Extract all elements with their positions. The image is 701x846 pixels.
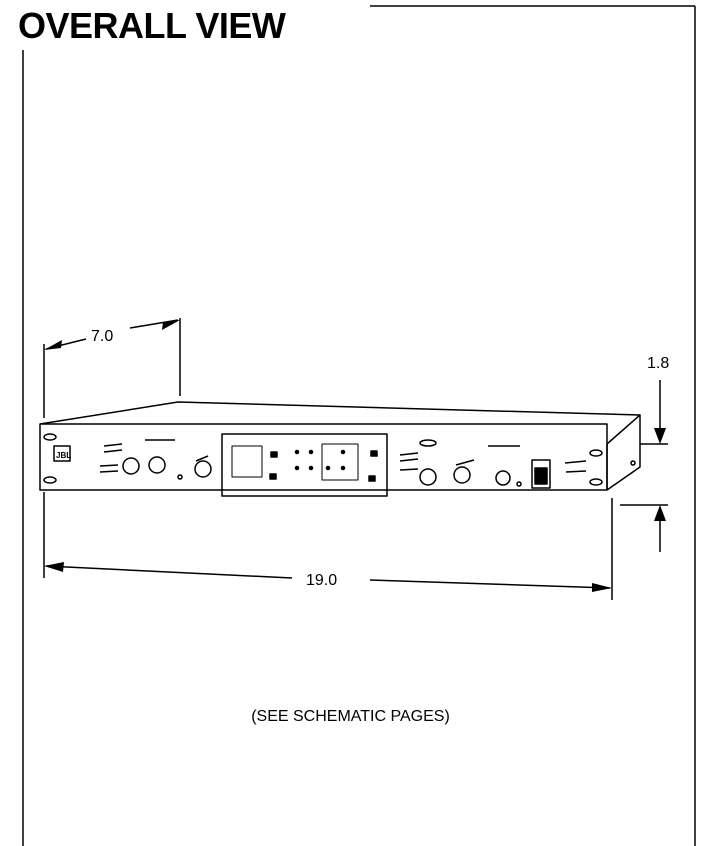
unit-right-side [606,415,641,491]
unit-top-surface [39,401,641,445]
knob-5 [453,466,471,484]
dimension-height: 1.8 [647,355,669,372]
middle-panel [221,433,388,497]
rack-slot-right-top [589,449,603,457]
rack-slot-left-bottom [43,476,57,484]
dimension-width: 19.0 [306,572,337,589]
knob-2 [148,456,166,474]
rack-slot-right-bottom [589,478,603,486]
page-title: OVERALL VIEW [18,2,300,50]
schematic-note: (SEE SCHEMATIC PAGES) [251,708,450,725]
knob-4 [419,468,437,486]
knob-1 [122,457,140,475]
knob-3 [194,460,212,478]
logo-box [53,445,71,462]
power-switch [531,459,551,489]
rack-slot-left-top [43,433,57,441]
dimension-depth: 7.0 [91,328,113,345]
knob-6 [495,470,511,486]
unit-logo: JBL [56,451,71,460]
